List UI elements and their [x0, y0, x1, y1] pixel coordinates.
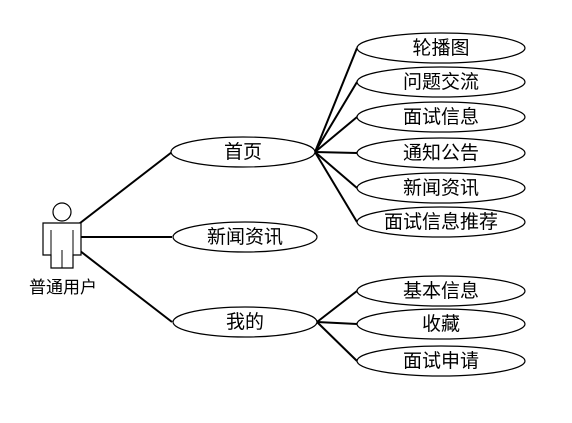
actor-label: 普通用户	[29, 278, 97, 298]
use-case-news-sub-ellipse	[356, 172, 526, 204]
use-case-carousel-label: 轮播图	[412, 37, 469, 59]
use-case-qa-ellipse	[356, 66, 526, 98]
actor-body	[42, 222, 82, 269]
use-case-favorites-ellipse	[356, 308, 526, 340]
use-case-home-ellipse	[170, 136, 316, 168]
use-case-favorites: 收藏	[356, 308, 526, 340]
use-case-news: 新闻资讯	[172, 221, 318, 253]
edge-home-qa	[314, 81, 358, 153]
use-case-basic-info-label: 基本信息	[403, 280, 479, 302]
use-case-notice-ellipse	[356, 137, 526, 169]
use-case-mine-label: 我的	[226, 311, 264, 333]
use-case-home-label: 首页	[224, 141, 262, 163]
use-case-interview-rec-label: 面试信息推荐	[384, 211, 498, 233]
actor-head	[52, 202, 72, 222]
use-case-interview-rec-ellipse	[356, 206, 526, 238]
use-case-news-label: 新闻资讯	[207, 226, 283, 248]
actor-user: 普通用户	[29, 202, 97, 298]
edge-home-news-sub	[314, 151, 358, 189]
use-case-mine: 我的	[172, 306, 318, 338]
use-case-interview-apply-label: 面试申请	[403, 350, 479, 372]
use-case-carousel: 轮播图	[356, 32, 526, 64]
use-case-basic-info: 基本信息	[356, 275, 526, 307]
use-case-interview-info: 面试信息	[356, 101, 526, 133]
use-case-news-sub: 新闻资讯	[356, 172, 526, 204]
use-case-news-sub-label: 新闻资讯	[403, 177, 479, 199]
edge-mine-favorites	[316, 321, 358, 325]
use-case-notice: 通知公告	[356, 137, 526, 169]
use-case-home: 首页	[170, 136, 316, 168]
edge-mine-interview-apply	[316, 321, 358, 362]
use-case-mine-ellipse	[172, 306, 318, 338]
use-case-interview-info-ellipse	[356, 101, 526, 133]
use-case-carousel-ellipse	[356, 32, 526, 64]
use-case-interview-apply: 面试申请	[356, 345, 526, 377]
use-case-qa-label: 问题交流	[403, 71, 479, 93]
edge-home-interview-rec	[314, 151, 358, 223]
use-case-basic-info-ellipse	[356, 275, 526, 307]
use-case-notice-label: 通知公告	[403, 142, 479, 164]
edge-home-interview-info	[314, 116, 358, 153]
use-case-favorites-label: 收藏	[422, 313, 460, 335]
use-case-interview-apply-ellipse	[356, 345, 526, 377]
edge-mine-basic-info	[316, 290, 358, 323]
use-case-interview-rec: 面试信息推荐	[356, 206, 526, 238]
use-case-news-ellipse	[172, 221, 318, 253]
edge-home-notice	[314, 151, 358, 154]
use-case-interview-info-label: 面试信息	[403, 106, 479, 128]
edge-home-carousel	[314, 47, 358, 153]
use-case-qa: 问题交流	[356, 66, 526, 98]
